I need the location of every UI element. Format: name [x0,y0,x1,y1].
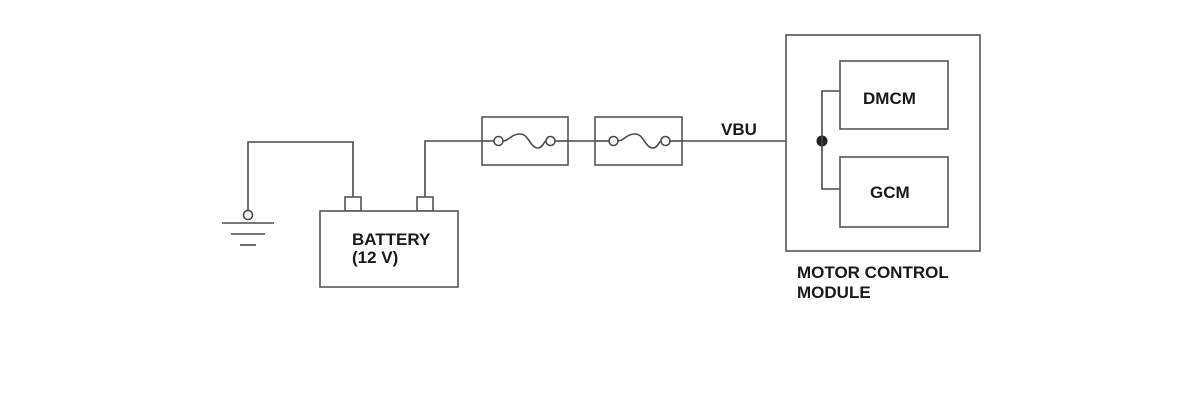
module-branch-wire [821,90,840,190]
fuse-1-element [502,133,547,149]
module-label-line2: MODULE [797,283,871,302]
gcm-box [839,156,949,228]
motor-control-module: DMCM GCM MOTOR CONTROL MODULE [785,34,981,302]
battery: BATTERY (12 V) [319,196,459,288]
fuse-1-housing [481,116,569,166]
battery-negative-terminal [344,196,362,212]
module-label-line1: MOTOR CONTROL [797,263,949,282]
fuse-1 [481,116,569,166]
dmcm-box [839,60,949,130]
battery-positive-terminal [416,196,434,212]
dmcm-label: DMCM [863,89,916,108]
battery-voltage-label: (12 V) [352,248,398,267]
battery-positive-wire [424,140,482,197]
fuse-2-element [617,133,662,149]
battery-label: BATTERY [352,230,431,249]
gcm-label: GCM [870,183,910,202]
vbu-label: VBU [721,120,757,139]
battery-body [319,210,459,288]
ground-symbol [222,209,274,246]
ground-wire [247,141,354,211]
fuse-2 [594,116,683,166]
